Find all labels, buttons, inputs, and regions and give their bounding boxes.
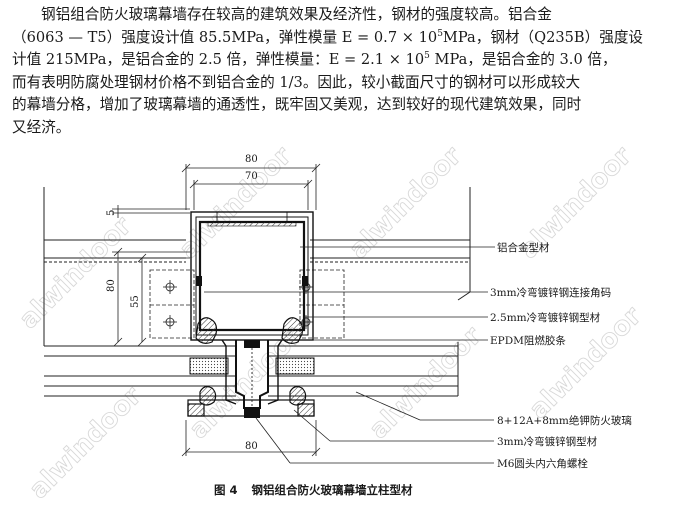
paragraph-line-5: 的幕墙分格，增加了玻璃幕墙的通透性，既牢固又美观，达到较好的现代建筑效果，同时 (12, 94, 684, 117)
dim-bottom: 80 (245, 441, 258, 452)
superscript: 5 (437, 28, 443, 39)
paragraph-line-1: 钢铝组合防火玻璃幕墙存在较高的建筑效果及经济性，钢材的强度较高。铝合金 (12, 4, 684, 27)
pressure-plate (187, 339, 315, 418)
superscript: 5 (424, 51, 430, 62)
wall-outline (43, 187, 471, 346)
paragraph-line-2: （6063 — T5）强度设计值 85.5MPa，弹性模量 E = 0.7 × … (12, 27, 684, 50)
dim-top-outer: 80 (245, 154, 258, 165)
dimension-texts: 80 70 5 80 55 80 (106, 154, 258, 452)
dimension-lines (112, 163, 321, 457)
paragraph-text: 又经济。 (12, 118, 71, 136)
paragraph-text: MPa，是铝合金的 3.0 倍， (429, 51, 617, 68)
paragraph-text: 钢铝组合防火玻璃幕墙存在较高的建筑效果及经济性，钢材的强度较高。铝合金 (41, 6, 552, 23)
bolt-symbols (163, 280, 313, 329)
watermark: alwindoor (14, 211, 138, 335)
dim-left-small: 5 (106, 210, 117, 216)
leader-lines (204, 246, 495, 464)
paragraph-text: 而有表明防腐处理钢材价格不到铝合金的 1/3。因此，较小截面尺寸的钢材可以形成较… (12, 73, 581, 91)
dim-top-inner: 70 (245, 171, 258, 182)
watermark: alwindoor (174, 141, 298, 265)
dim-left-outer: 80 (106, 279, 117, 292)
callout-labels: 铝合金型材 3mm冷弯镀锌钢连接角码 2.5mm冷弯镀锌钢型材 EPDM阻燃胶条… (490, 241, 632, 470)
insulating-glass (44, 342, 459, 397)
dim-left-inner: 55 (130, 295, 141, 308)
spacer-bars (189, 357, 315, 375)
paragraph-line-4: 而有表明防腐处理钢材价格不到铝合金的 1/3。因此，较小截面尺寸的钢材可以形成较… (12, 72, 684, 95)
paragraph-text: 计值 215MPa，是铝合金的 2.5 倍，弹性模量：E = 2.1 × 10 (12, 51, 425, 68)
watermark: alwindoor (344, 141, 468, 265)
paragraph-line-6: 又经济。 (12, 117, 684, 140)
label-m6-bolt: M6圆头内六角螺栓 (497, 457, 588, 470)
label-steel-angle: 3mm冷弯镀锌钢连接角码 (490, 286, 611, 299)
figure-caption: 图 4 钢铝组合防火玻璃幕墙立柱型材 (214, 482, 413, 498)
paragraph-text: （6063 — T5）强度设计值 85.5MPa，弹性模量 E = 0.7 × … (12, 28, 438, 46)
figure-title: 钢铝组合防火玻璃幕墙立柱型材 (251, 483, 413, 497)
label-fireproof-glass: 8+12A+8mm绝钾防火玻璃 (497, 414, 632, 427)
label-epdm-gasket: EPDM阻燃胶条 (490, 334, 566, 347)
paragraph-text: MPa，钢材（Q235B）强度设 (442, 28, 644, 46)
label-steel-profile-2-5mm: 2.5mm冷弯镀锌钢型材 (490, 311, 601, 324)
figure-number: 图 4 (214, 483, 238, 497)
watermark: alwindoor (24, 381, 148, 505)
body-paragraph: 钢铝组合防火玻璃幕墙存在较高的建筑效果及经济性，钢材的强度较高。铝合金 （606… (12, 4, 684, 139)
paragraph-text: 的幕墙分格，增加了玻璃幕墙的通透性，既牢固又美观，达到较好的现代建筑效果，同时 (12, 96, 582, 113)
label-aluminium-profile: 铝合金型材 (497, 241, 550, 254)
paragraph-line-3: 计值 215MPa，是铝合金的 2.5 倍，弹性模量：E = 2.1 × 105… (12, 49, 684, 72)
label-steel-profile-3mm: 3mm冷弯镀锌钢型材 (497, 435, 598, 448)
epdm-gaskets (187, 317, 315, 417)
connector-brackets (149, 269, 345, 339)
